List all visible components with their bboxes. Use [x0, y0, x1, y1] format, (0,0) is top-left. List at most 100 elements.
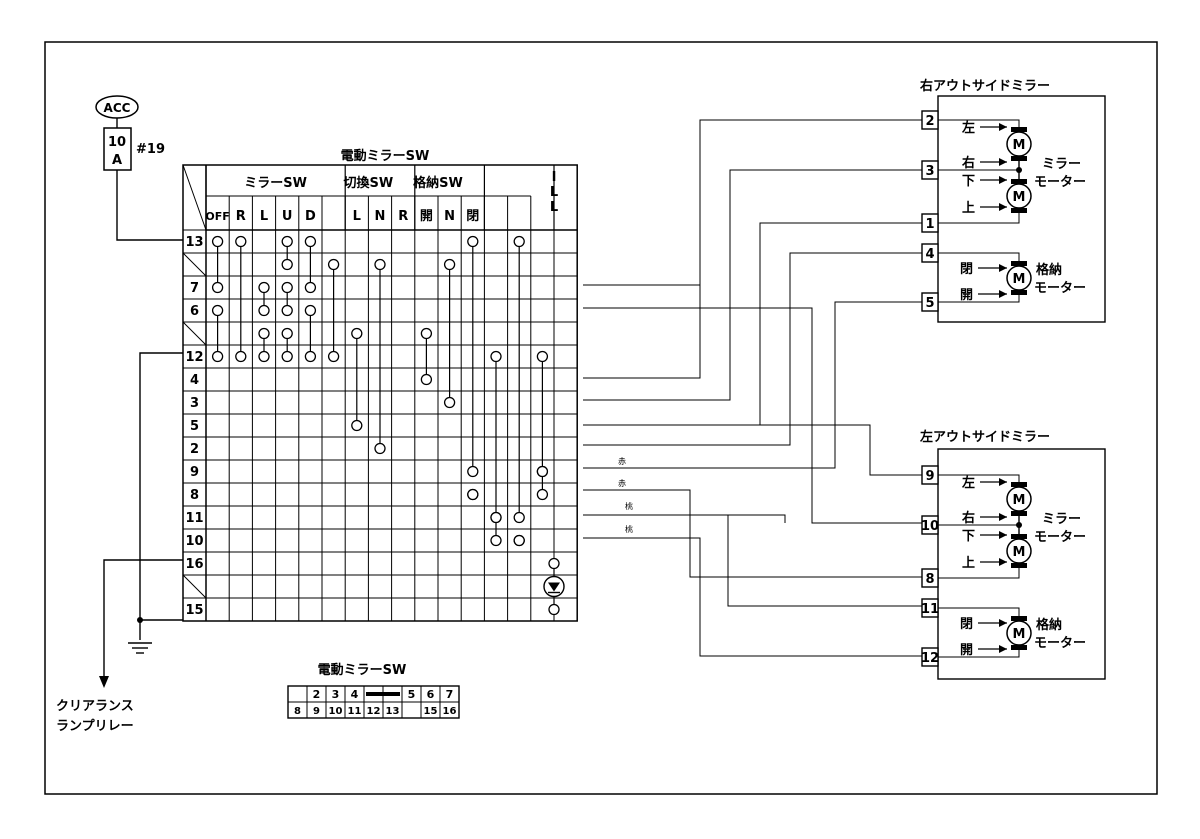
connector-pin-bottom: 8 — [294, 706, 301, 717]
switch-column-label: R — [398, 209, 408, 224]
direction-label: 下 — [962, 174, 975, 189]
relay-label-1: クリアランス — [56, 699, 134, 714]
contact-point — [420, 327, 433, 340]
row-pin-label: 13 — [185, 235, 203, 250]
switch-column-label: 閉 — [466, 209, 479, 224]
contact-point — [490, 511, 502, 524]
direction-label: 右 — [961, 510, 975, 526]
led-triangle-icon — [548, 582, 560, 592]
right-mirror-title: 右アウトサイドミラー — [919, 78, 1050, 94]
connector-pin-bottom: 10 — [329, 706, 343, 717]
contact-point — [536, 350, 549, 363]
row-pin-label: 3 — [190, 396, 199, 411]
contact-point — [490, 350, 502, 363]
motor-icon — [1006, 183, 1032, 209]
motor-brush — [1011, 482, 1027, 487]
mirror-wire — [938, 474, 1020, 482]
row-pin-label: 9 — [190, 465, 199, 480]
motor-brush — [1011, 127, 1027, 132]
motor-symbol: M — [1013, 190, 1026, 205]
connector-pin-top: 2 — [313, 688, 321, 701]
switch-column-label: N — [375, 209, 386, 224]
arrow-right-icon — [999, 203, 1007, 211]
mirror-wire — [938, 295, 1020, 303]
led-terminal — [548, 603, 560, 616]
contact-point — [467, 488, 479, 501]
arrow-right-icon — [999, 645, 1007, 653]
contact-point — [327, 258, 340, 271]
switch-column-label: 開 — [420, 209, 433, 224]
connector-pin-bottom: 11 — [348, 706, 362, 717]
connector-pin-top: 6 — [427, 688, 435, 701]
motor-brush — [1011, 290, 1027, 295]
motor-icon — [1006, 538, 1032, 564]
switch-column-label: OFF — [205, 210, 229, 223]
contact-point — [235, 235, 247, 248]
arrow-right-icon — [999, 123, 1007, 131]
switch-group-label: 切換SW — [344, 175, 394, 191]
relay-label-2: ランプリレー — [56, 719, 134, 734]
row-pin-label: 4 — [190, 373, 199, 388]
contact-point — [467, 235, 479, 248]
connector-pin-top: 7 — [446, 688, 454, 701]
contact-point — [281, 258, 293, 271]
contact-point — [281, 281, 293, 294]
diagram-frame — [44, 41, 1158, 795]
contact-point — [304, 304, 317, 317]
switch-group-label: ミラーSW — [244, 176, 307, 191]
header-diagonal — [182, 164, 207, 231]
row-pin-label: 11 — [185, 511, 203, 526]
motor-brush — [1011, 179, 1027, 184]
contact-point — [304, 350, 317, 363]
row-pin-label: 7 — [190, 281, 199, 296]
mirror-wire — [938, 607, 1020, 616]
contact-point — [536, 465, 549, 478]
ill-label-char: L — [550, 185, 558, 200]
mirror-motor-label: モーター — [1034, 175, 1086, 190]
motor-brush — [1011, 563, 1027, 568]
arrow-right-icon — [999, 478, 1007, 486]
mirror-motor-label: モーター — [1034, 530, 1086, 545]
contact-point — [374, 442, 386, 455]
motor-icon — [1006, 486, 1032, 512]
arrow-right-icon — [999, 158, 1007, 166]
mirror-pin-label: 10 — [921, 519, 939, 534]
left-mirror-title: 左アウトサイドミラー — [920, 429, 1050, 445]
motor-brush — [1011, 645, 1027, 650]
fold-motor-label: モーター — [1034, 636, 1086, 651]
contact-point — [235, 350, 247, 363]
contact-point — [513, 511, 525, 524]
contact-point — [443, 396, 456, 409]
wire-color-2: 赤 — [618, 479, 626, 488]
connector-pin-bottom: 12 — [367, 706, 381, 717]
ground-icon — [128, 642, 152, 654]
motor-icon — [1006, 131, 1032, 157]
contact-point — [211, 350, 224, 363]
arrow-down-icon — [99, 676, 109, 688]
mirror-wire — [938, 568, 1020, 579]
ill-label-char: I — [552, 170, 557, 185]
mirror-pin-label: 1 — [925, 217, 934, 232]
blank-pin-diagonal — [182, 574, 207, 599]
direction-label: 左 — [962, 120, 975, 136]
contact-point — [351, 419, 363, 432]
connector-pin-top: 5 — [408, 688, 416, 701]
mirror-pin-label: 5 — [925, 296, 934, 311]
contact-point — [490, 534, 502, 547]
blank-pin-diagonal — [182, 321, 207, 346]
switch-column-label: N — [444, 209, 455, 224]
mirror-pin-label: 2 — [925, 114, 934, 129]
contact-point — [211, 304, 224, 317]
contact-point — [374, 258, 386, 271]
mirror-motor-label: ミラー — [1042, 512, 1081, 527]
fold-motor-label: 格納 — [1036, 262, 1062, 278]
connector-pin-bottom: 9 — [313, 706, 320, 717]
contact-point — [351, 327, 363, 340]
motor-brush — [1011, 156, 1027, 161]
mirror-wire — [938, 252, 1020, 261]
fold-direction-label: 開 — [960, 643, 973, 658]
arrow-right-icon — [999, 290, 1007, 298]
